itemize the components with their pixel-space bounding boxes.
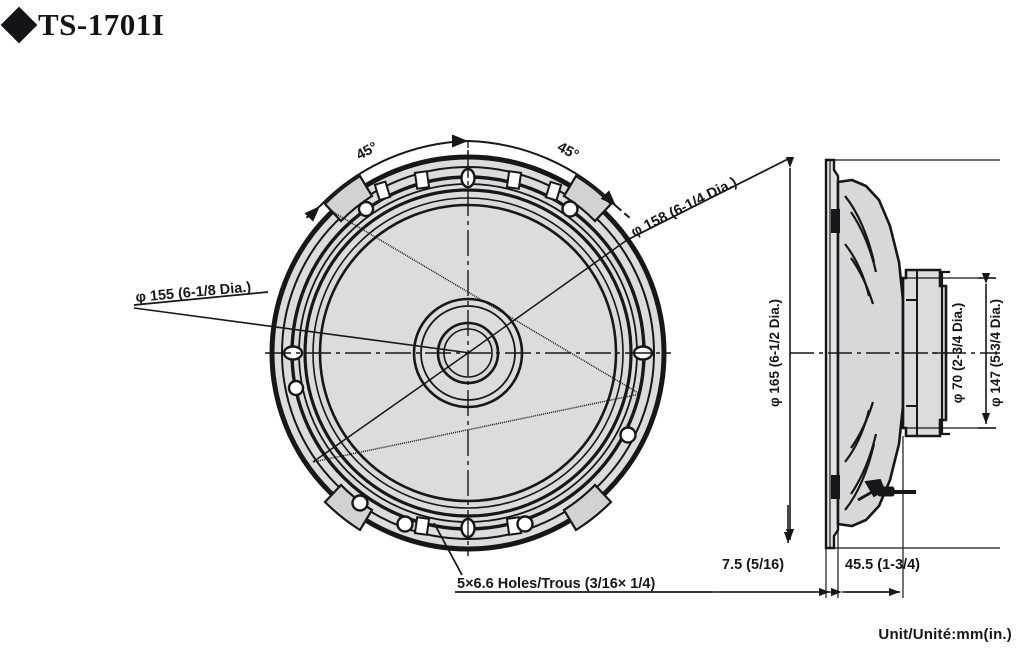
front-view-group: 45° 45° φ 155 (6-1/8 Dia.) φ 158 (6-1/4 … — [133, 134, 791, 593]
underline-155 — [133, 291, 269, 306]
holes-note-label: 5×6.6 Holes/Trous (3/16× 1/4) — [457, 576, 655, 592]
dim-label-7p5: 7.5 (5/16) — [722, 557, 784, 573]
angle-label-left: 45° — [354, 139, 381, 164]
angle-arc-right — [451, 134, 617, 207]
flange-clips — [831, 209, 840, 499]
dim-label-165: φ 165 (6-1/2 Dia.) — [767, 299, 782, 407]
terminal-connector — [857, 478, 916, 502]
leader-line-155 — [133, 307, 471, 354]
dim-label-147: φ 147 (5-3/4 Dia.) — [988, 299, 1003, 407]
side-view-group: φ 165 (6-1/2 Dia.) φ 70 (2-3/4 Dia.) φ 1… — [712, 156, 1003, 598]
dim-147-group — [978, 272, 996, 429]
dim-label-155: φ 155 (6-1/8 Dia.) — [135, 280, 252, 306]
leader-line-158 — [467, 239, 628, 354]
title-bar: TS-1701I — [0, 0, 1024, 50]
dim-label-158: φ 158 (6-1/4 Dia.) — [629, 174, 740, 240]
construction-lines — [312, 211, 641, 463]
leader-line-holes — [433, 522, 463, 576]
angle-arc-left — [304, 135, 469, 222]
page-title: TS-1701I — [38, 6, 165, 42]
underline-158 — [626, 157, 791, 241]
dim-label-70: φ 70 (2-3/4 Dia.) — [950, 303, 965, 403]
angle-label-right: 45° — [554, 139, 581, 164]
unit-note: Unit/Unité:mm(in.) — [878, 626, 1012, 643]
dim-label-45p5: 45.5 (1-3/4) — [845, 557, 920, 573]
dim-70-group — [932, 270, 950, 436]
cone-ribs — [844, 195, 878, 511]
angle-arc-group — [304, 134, 632, 222]
